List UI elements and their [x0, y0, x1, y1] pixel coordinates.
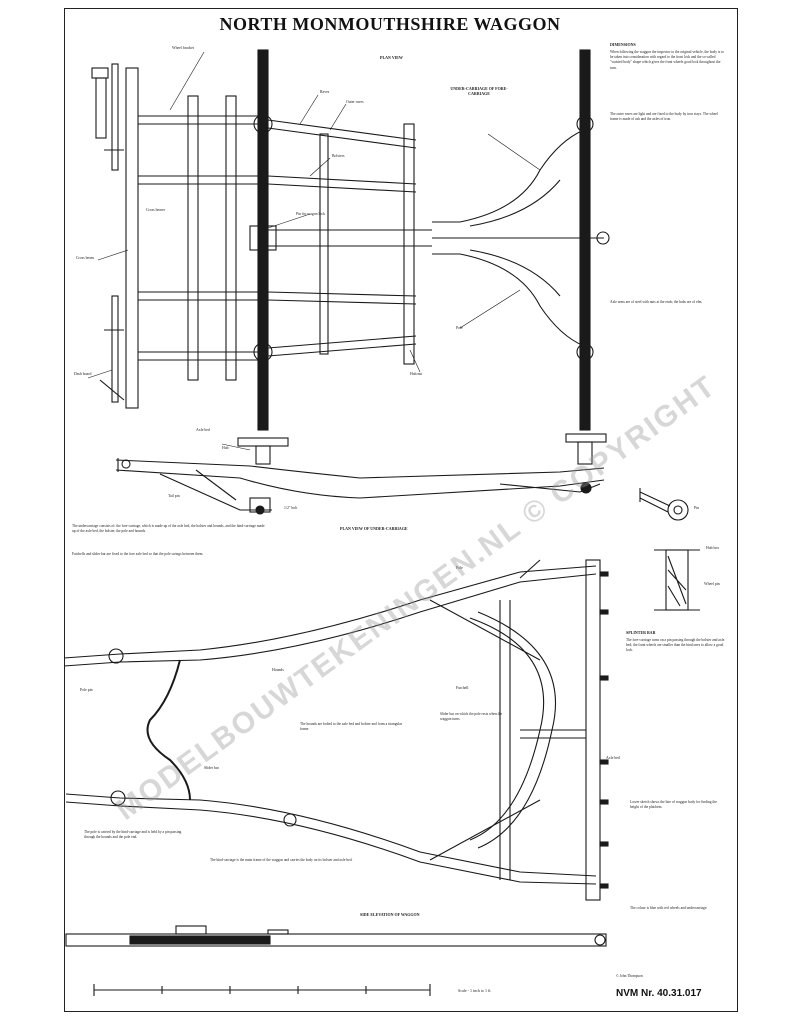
- label-under-pole: Pole: [456, 566, 463, 570]
- view-title-side: SIDE ELEVATION OF WAGGON: [360, 912, 420, 917]
- label-slider-bar: Slider bar: [204, 766, 219, 770]
- label-detail-wheel-pin: Wheel pin: [704, 582, 720, 586]
- scale-label: Scale - 1 inch to 1 ft.: [458, 988, 492, 993]
- label-tail-pin: Tail pin: [168, 494, 180, 498]
- label-bolt: 1/2" bolt: [284, 506, 298, 510]
- label-futchell: Futchell: [456, 686, 469, 690]
- leader-lines: [87, 51, 541, 451]
- note-right-top: When following the waggon the inspector …: [610, 50, 724, 70]
- label-detail-pin: Pin: [694, 506, 700, 510]
- scale-bar: [93, 984, 431, 996]
- label-cross-bearer: Cross bearer: [146, 208, 166, 212]
- label-axle-bed: Axle bed: [196, 428, 210, 432]
- note-right-mid: The outer raves are light and are fixed …: [610, 112, 718, 122]
- note-heading-splinter-bar: SPLINTER BAR: [626, 630, 656, 635]
- label-hub-nut: Hub nut: [410, 372, 423, 376]
- note-right-mid2: Axle arms are of steel with nuts at the …: [610, 300, 703, 304]
- note-right-bottom: Lower sketch shows the line of waggon bo…: [630, 800, 717, 810]
- author-stamp: © John Thompson: [616, 974, 643, 978]
- sheet-border: [64, 8, 738, 1012]
- label-outer-raves: Outer raves: [346, 100, 364, 104]
- note-bottom-1: The pole is carried by the hind-carriage…: [84, 830, 182, 840]
- underside-plan: [63, 559, 609, 901]
- drawing-title: NORTH MONMOUTHSHIRE WAGGON: [219, 14, 561, 34]
- label-hub: Hub: [222, 446, 229, 450]
- note-right-low: The fore-carriage turns on a pin passing…: [626, 638, 725, 653]
- note-mid-2: Slider bar on which the pole rests when …: [440, 712, 503, 722]
- label-bolsters: Bolsters: [332, 154, 345, 158]
- label-wheel-bracket: Wheel bracket: [172, 46, 195, 50]
- label-wagon-lock-pin: Pin for wagon lock: [296, 212, 325, 216]
- note-bottom-2: The hind-carriage is the main frame of t…: [210, 858, 353, 862]
- detail-sketches: [639, 488, 700, 611]
- side-section: [115, 433, 607, 515]
- note-left-1: The undercarriage consists of: the fore-…: [72, 524, 265, 534]
- note-heading-dimensions: DIMENSIONS: [610, 42, 636, 47]
- view-title-plan: PLAN VIEW: [380, 55, 403, 60]
- note-right-foot: The colour is blue with red wheels and u…: [630, 906, 708, 910]
- view-title-fore: UNDER-CARRIAGE OF FORE-CARRIAGE: [450, 86, 508, 96]
- label-raves: Raves: [320, 90, 330, 94]
- label-under-axle-bed: Axle bed: [606, 756, 620, 760]
- label-dash-board: Dash board: [74, 372, 92, 376]
- plan-view-top: [91, 49, 610, 431]
- label-pole-pin: Pole pin: [80, 688, 93, 692]
- note-mid-1: The hounds are bolted to the axle bed an…: [300, 722, 403, 732]
- note-left-2: Futchells and slider bar are fixed to th…: [72, 552, 204, 556]
- label-detail-hub-box: Hub box: [706, 546, 720, 550]
- label-cross-beam: Cross beam: [76, 256, 94, 260]
- pole-side-view: [65, 925, 607, 947]
- view-title-underside: PLAN VIEW OF UNDER-CARRIAGE: [340, 526, 408, 531]
- label-pole: Pole: [456, 326, 463, 330]
- label-hounds: Hounds: [272, 668, 284, 672]
- plate-number: NVM Nr. 40.31.017: [616, 988, 702, 999]
